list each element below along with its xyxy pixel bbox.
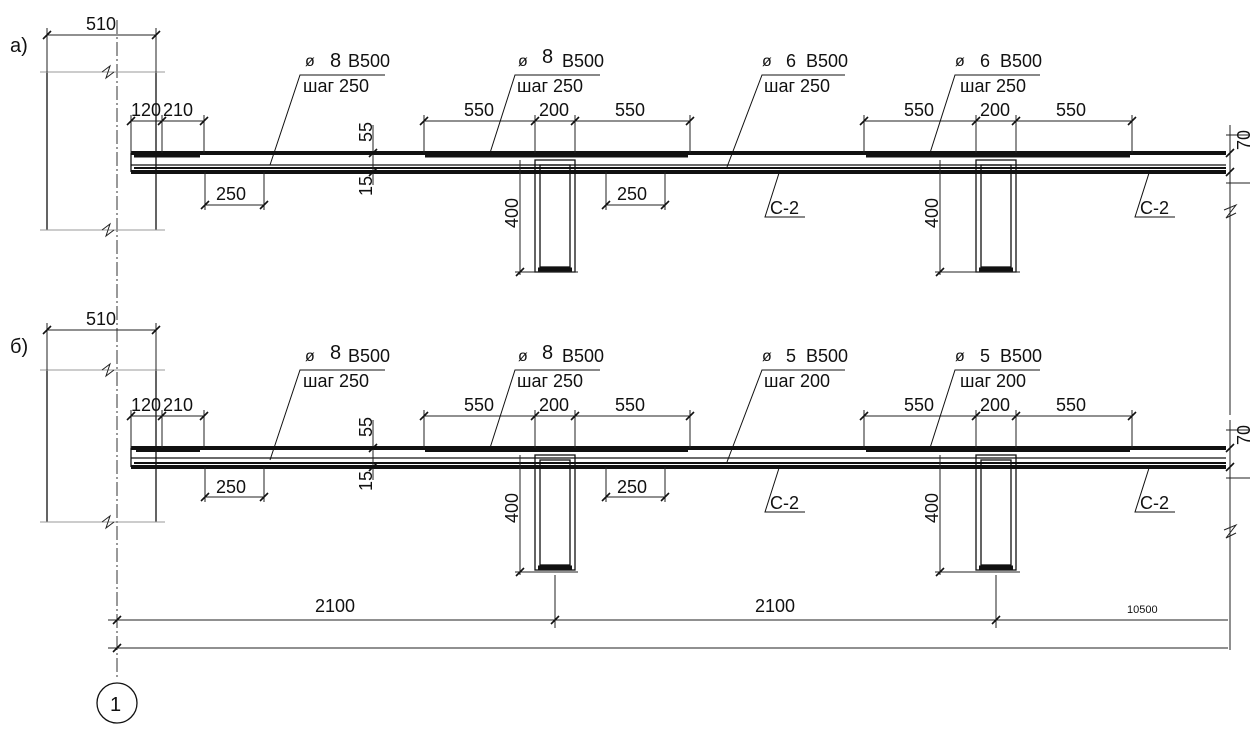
section-b-mesh-1-grade: B500 bbox=[348, 346, 390, 366]
section-b-mesh-1-callout: ø 8 B500 шаг 250 bbox=[269, 342, 390, 461]
section-b-mesh-3-grade: B500 bbox=[806, 346, 848, 366]
section-b-mesh-2-step: шаг 250 bbox=[517, 371, 583, 391]
section-a-rib-1-right: 550 bbox=[615, 100, 645, 120]
section-b-rib-1-dim-250: 250 bbox=[617, 477, 647, 497]
section-b-mesh-4-callout: ø 5 B500 шаг 200 bbox=[929, 346, 1042, 449]
section-a-mesh-3-callout: ø 6 B500 шаг 250 bbox=[726, 51, 848, 168]
bottom-total: 10500 bbox=[1127, 604, 1158, 616]
section-a-mesh-3-grade: B500 bbox=[806, 51, 848, 71]
section-a-slab-thickness: 70 bbox=[1234, 130, 1254, 150]
section-a-slab: 120 210 250 55 15 70 bbox=[126, 100, 1254, 415]
section-b-slab-thickness: 70 bbox=[1234, 425, 1254, 445]
section-a: а) 510 bbox=[10, 14, 1254, 415]
section-b-mesh-3-dia-symbol: ø bbox=[762, 348, 772, 365]
section-a-mesh-2-dia: 8 bbox=[542, 46, 553, 68]
section-b-dim-120: 120 bbox=[131, 395, 161, 415]
section-a-mesh-3-dia: 6 bbox=[786, 51, 796, 71]
section-b-mark-2-text: С-2 bbox=[1140, 493, 1169, 513]
section-a-letter: а) bbox=[10, 35, 28, 57]
section-a-mark-1-text: С-2 bbox=[770, 198, 799, 218]
section-b-mesh-4-dia: 5 bbox=[980, 346, 990, 366]
section-b-mesh-4-dia-symbol: ø bbox=[955, 348, 965, 365]
section-a-mesh-2-step: шаг 250 bbox=[517, 76, 583, 96]
section-b-rib-1-height: 400 bbox=[502, 493, 522, 523]
section-a-mesh-1-dia-symbol: ø bbox=[305, 53, 315, 70]
section-a-rib-2-height: 400 bbox=[922, 198, 942, 228]
section-b-mesh-2-dia: 8 bbox=[542, 342, 553, 364]
grid-axis-label: 1 bbox=[110, 694, 121, 716]
section-b-rib-1-left: 550 bbox=[464, 395, 494, 415]
section-a-dim-250-left: 250 bbox=[216, 184, 246, 204]
section-b-letter: б) bbox=[10, 336, 28, 358]
section-a-dim-55: 55 bbox=[356, 122, 376, 142]
section-a-wall: 510 bbox=[40, 14, 165, 238]
section-a-mesh-1-grade: B500 bbox=[348, 51, 390, 71]
section-b-mark-1: С-2 bbox=[764, 464, 805, 513]
section-b-mesh-4-step: шаг 200 bbox=[960, 371, 1026, 391]
section-a-mark-2-text: С-2 bbox=[1140, 198, 1169, 218]
section-a-mesh-3-step: шаг 250 bbox=[764, 76, 830, 96]
section-a-mesh-4-callout: ø 6 B500 шаг 250 bbox=[929, 51, 1042, 154]
section-a-rib-1: 400 550 200 550 250 bbox=[419, 100, 695, 277]
section-a-mesh-2-grade: B500 bbox=[562, 51, 604, 71]
section-b-rib-2-height: 400 bbox=[922, 493, 942, 523]
section-a-mesh-3-dia-symbol: ø bbox=[762, 53, 772, 70]
section-a-dim-210: 210 bbox=[163, 100, 193, 120]
section-a-mesh-4-step: шаг 250 bbox=[960, 76, 1026, 96]
section-b-slab: 120 210 250 55 15 70 bbox=[126, 395, 1254, 650]
section-a-mesh-4-dia: 6 bbox=[980, 51, 990, 71]
section-b-mesh-1-step: шаг 250 bbox=[303, 371, 369, 391]
section-b-dim-210: 210 bbox=[163, 395, 193, 415]
section-a-mesh-1-step: шаг 250 bbox=[303, 76, 369, 96]
section-b-rib-2-mid: 200 bbox=[980, 395, 1010, 415]
section-b-mesh-1-dia: 8 bbox=[330, 342, 341, 364]
section-b-dim-15: 15 bbox=[356, 471, 376, 491]
section-b-rib-2-left: 550 bbox=[904, 395, 934, 415]
section-b-dim-250-left: 250 bbox=[216, 477, 246, 497]
bottom-dimensions: 2100 2100 10500 1 bbox=[96, 575, 1228, 724]
section-b-mesh-4-grade: B500 bbox=[1000, 346, 1042, 366]
section-a-rib-2-left: 550 bbox=[904, 100, 934, 120]
section-b-rib-2: 400 550 200 550 bbox=[859, 395, 1137, 577]
section-a-rib-2-mid: 200 bbox=[980, 100, 1010, 120]
bottom-span-2: 2100 bbox=[755, 596, 795, 616]
section-b-rib-2-right: 550 bbox=[1056, 395, 1086, 415]
section-a-rib-1-mid: 200 bbox=[539, 100, 569, 120]
section-b-rib-1-right: 550 bbox=[615, 395, 645, 415]
bottom-span-1: 2100 bbox=[315, 596, 355, 616]
section-b-mesh-3-dia: 5 bbox=[786, 346, 796, 366]
section-a-rib-1-height: 400 bbox=[502, 198, 522, 228]
section-b-rib-1-mid: 200 bbox=[539, 395, 569, 415]
section-b-mesh-2-callout: ø 8 B500 шаг 250 bbox=[489, 342, 604, 449]
section-a-mesh-2-callout: ø 8 B500 шаг 250 bbox=[489, 46, 604, 154]
section-b-mesh-1-dia-symbol: ø bbox=[305, 348, 315, 365]
section-b-mesh-3-callout: ø 5 B500 шаг 200 bbox=[726, 346, 848, 463]
section-a-dim-15: 15 bbox=[356, 176, 376, 196]
section-a-dim-120: 120 bbox=[131, 100, 161, 120]
section-a-mesh-4-dia-symbol: ø bbox=[955, 53, 965, 70]
section-a-rib-2: 400 550 200 550 bbox=[859, 100, 1137, 277]
section-a-rib-2-right: 550 bbox=[1056, 100, 1086, 120]
section-b-mesh-3-step: шаг 200 bbox=[764, 371, 830, 391]
section-a-mark-1: С-2 bbox=[764, 169, 805, 218]
section-a-rib-1-dim-250: 250 bbox=[617, 184, 647, 204]
section-a-mesh-1-dia: 8 bbox=[330, 50, 341, 72]
section-b-mark-2: С-2 bbox=[1134, 464, 1175, 513]
section-a-rib-1-left: 550 bbox=[464, 100, 494, 120]
section-a-wall-width: 510 bbox=[86, 14, 116, 34]
section-b: б) 510 bbox=[10, 309, 1254, 650]
section-b-wall: 510 bbox=[40, 309, 165, 530]
section-b-rib-1: 400 550 200 550 250 bbox=[419, 395, 695, 577]
section-b-wall-width: 510 bbox=[86, 309, 116, 329]
section-a-mesh-2-dia-symbol: ø bbox=[518, 53, 528, 70]
section-b-mark-1-text: С-2 bbox=[770, 493, 799, 513]
section-a-mesh-4-grade: B500 bbox=[1000, 51, 1042, 71]
section-b-dim-55: 55 bbox=[356, 417, 376, 437]
section-a-mesh-1-callout: ø 8 B500 шаг 250 bbox=[269, 50, 390, 166]
section-b-mesh-2-grade: B500 bbox=[562, 346, 604, 366]
grid-axis-bubble bbox=[96, 682, 138, 724]
section-a-mark-2: С-2 bbox=[1134, 169, 1175, 218]
section-b-mesh-2-dia-symbol: ø bbox=[518, 348, 528, 365]
